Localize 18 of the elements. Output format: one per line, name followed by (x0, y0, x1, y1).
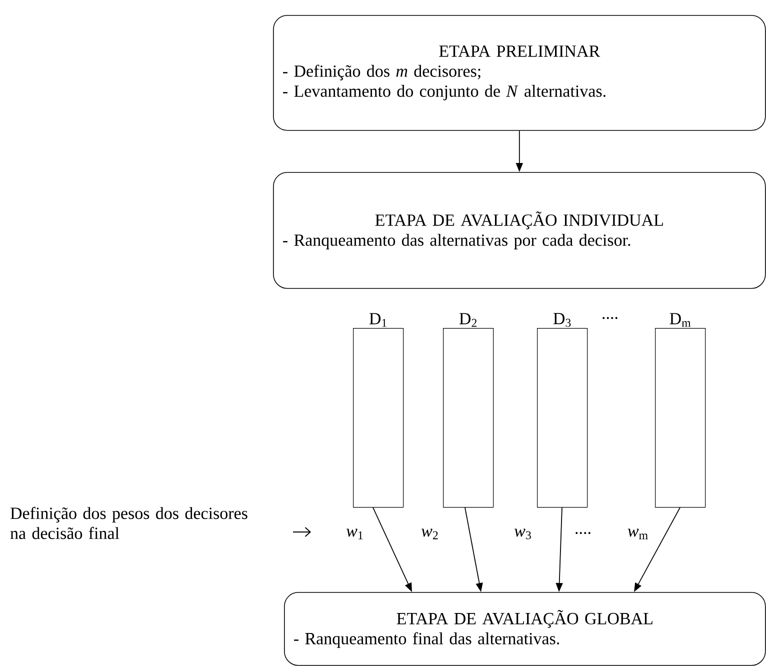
stage-box: ETAPA PRELIMINAR - Definição dos m decisores; - Levantamento do conjunto de N alternativas. (273, 15, 766, 131)
decision-maker-bar: D$_{m}$ (655, 313, 706, 508)
stage-box: ETAPA DE AVALIAÇÃO GLOBAL - Ranqueamento final das alternativas. (284, 592, 766, 666)
node-label: D$_{2}$ (459, 313, 477, 327)
ellipsis: .... (576, 532, 590, 534)
node-label: D$_{m}$ (670, 313, 691, 327)
weight-label: w$_{m}$ (626, 528, 650, 540)
note-text: Definição dos pesos dos decisores na decisão final (10, 506, 248, 540)
node-label: D$_{3}$ (553, 312, 571, 327)
stage-box: ETAPA DE AVALIAÇÃO INDIVIDUAL - Ranqueamento das alternativas por cada decisor. (273, 172, 766, 289)
decision-maker-bar: D$_{3}$ (537, 312, 588, 508)
weight-label: w$_{2}$ (420, 528, 440, 540)
decision-maker-bar: D$_{1}$ (353, 313, 404, 508)
node-label: D$_{1}$ (369, 313, 386, 327)
weight-label: w$_{3}$ (513, 528, 533, 540)
weight-label: w$_{1}$ (345, 528, 365, 540)
decision-maker-bar: D$_{2}$ (443, 313, 494, 508)
ellipsis: .... (602, 316, 618, 319)
